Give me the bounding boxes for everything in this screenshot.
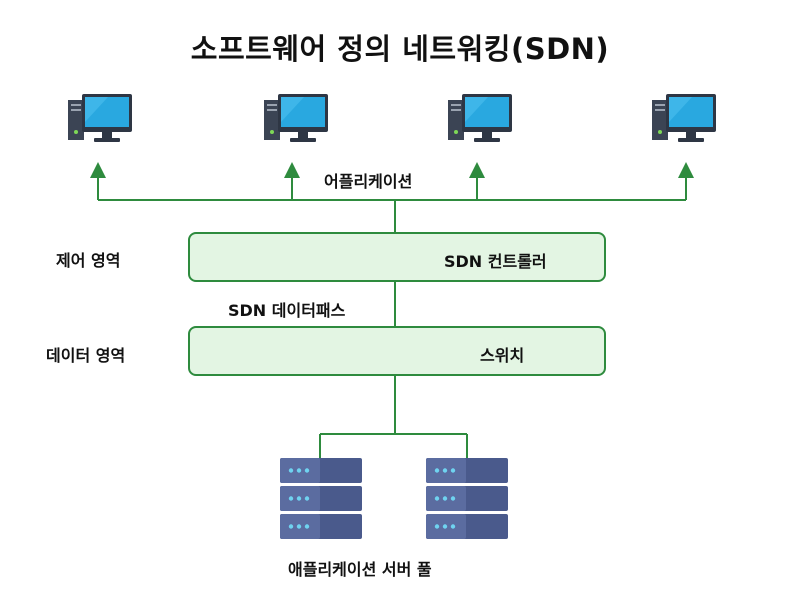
sdn-controller-box: SDN 컨트롤러 bbox=[188, 232, 606, 282]
server-rack-icon bbox=[280, 458, 362, 539]
sdn-controller-label: SDN 컨트롤러 bbox=[444, 252, 547, 271]
server-pool-label: 애플리케이션 서버 풀 bbox=[288, 560, 432, 579]
control-plane-label: 제어 영역 bbox=[56, 251, 121, 270]
application-label: 어플리케이션 bbox=[324, 172, 413, 191]
desktop-computer-icon bbox=[68, 94, 132, 142]
datapath-label: SDN 데이터패스 bbox=[228, 301, 346, 320]
desktop-computer-icon bbox=[652, 94, 716, 142]
server-rack-icon bbox=[426, 458, 508, 539]
switch-label: 스위치 bbox=[480, 346, 525, 365]
desktop-computer-icon bbox=[264, 94, 328, 142]
data-plane-label: 데이터 영역 bbox=[46, 346, 126, 365]
switch-box: 스위치 bbox=[188, 326, 606, 376]
diagram-title: 소프트웨어 정의 네트워킹(SDN) bbox=[190, 32, 610, 66]
desktop-computer-icon bbox=[448, 94, 512, 142]
